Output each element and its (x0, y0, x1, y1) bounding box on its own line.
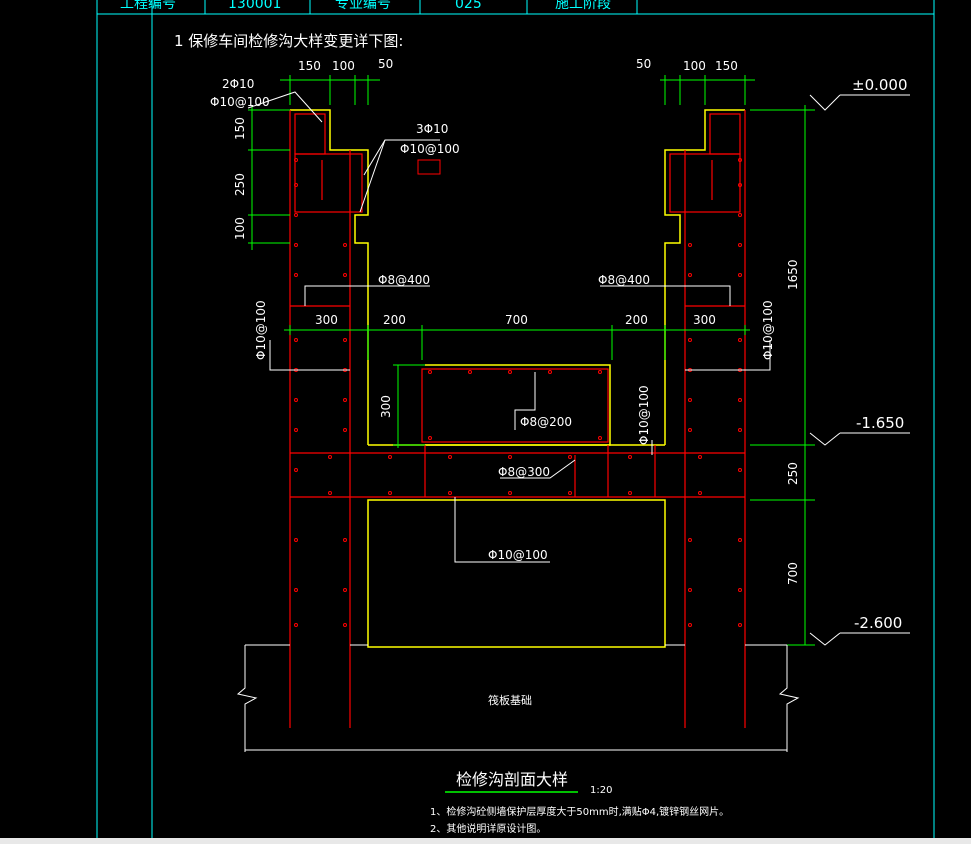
dim-left-v-3: 100 (233, 217, 247, 240)
drawing-frame (96, 0, 935, 838)
rebar-mid-left-b: Φ10@100 (400, 142, 460, 156)
dim-top-right-1: 50 (636, 57, 651, 71)
dim-right-v-2: 250 (786, 462, 800, 485)
note-title: 1 保修车间检修沟大样变更详下图: (174, 32, 403, 50)
dim-top-left-2: 100 (332, 59, 355, 73)
label-stage: 施工阶段 (555, 0, 611, 12)
foundation-label: 筏板基础 (488, 693, 532, 707)
note-2: 2、其他说明详原设计图。 (430, 822, 546, 835)
right-wall-outline (664, 109, 745, 445)
drawing-scale: 1:20 (590, 785, 612, 796)
rebar-wall-right: Φ10@100 (761, 300, 775, 360)
detail-marker (417, 159, 441, 175)
rebar-top-left-a: 2Φ10 (222, 77, 254, 91)
dim-left-v-1: 150 (233, 117, 247, 140)
elevation-texts: ±0.000 -1.650 -2.600 (852, 76, 908, 632)
rebar-callouts: 2Φ10 Φ10@100 3Φ10 Φ10@100 Φ8@400 Φ8@400 … (210, 77, 775, 562)
dim-row-3: 700 (505, 313, 528, 327)
concrete-outline (290, 109, 745, 648)
dim-right-v-1: 1650 (786, 259, 800, 290)
dim-row-2: 200 (383, 313, 406, 327)
rebar-stirrup-left: Φ8@400 (378, 273, 430, 287)
rebar-stirrup-right: Φ8@400 (598, 273, 650, 287)
title-block-text: 工程编号 130001 专业编号 025 施工阶段 (120, 0, 611, 12)
label-discipline-no: 专业编号 (335, 0, 391, 12)
dimension-texts: 150 100 50 50 100 150 150 250 100 300 20… (233, 57, 800, 585)
rebar-mid-left-a: 3Φ10 (416, 122, 448, 136)
rebar-slab-bar: Φ8@300 (498, 465, 550, 479)
rebar-top-left-b: Φ10@100 (210, 95, 270, 109)
dim-left-v-2: 250 (233, 173, 247, 196)
elevation-2: -2.600 (854, 614, 902, 632)
base-block (367, 499, 666, 648)
rebar-lines (289, 110, 746, 728)
elevation-1: -1.650 (856, 414, 904, 432)
inner-pit-outline (425, 364, 611, 446)
dim-top-right-3: 150 (715, 59, 738, 73)
ground-break-lines (236, 644, 800, 752)
label-project-no: 工程编号 (120, 0, 176, 12)
dim-row-4: 200 (625, 313, 648, 327)
dim-row-5: 300 (693, 313, 716, 327)
leader-lines (247, 91, 771, 563)
dim-row-1: 300 (315, 313, 338, 327)
bottom-status-strip (0, 838, 971, 844)
rebar-pit-side: Φ10@100 (637, 385, 651, 445)
dim-top-left-3: 50 (378, 57, 393, 71)
discipline-no: 025 (455, 0, 482, 12)
note-1: 1、检修沟砼侧墙保护层厚度大于50mm时,满贴Φ4,镀锌钢丝网片。 (430, 805, 729, 818)
dimension-lines (248, 75, 815, 646)
dim-top-right-2: 100 (683, 59, 706, 73)
rebar-pit-bar: Φ8@200 (520, 415, 572, 429)
dim-top-left-1: 150 (298, 59, 321, 73)
rebar-base-bar: Φ10@100 (488, 548, 548, 562)
drawing-title: 检修沟剖面大样 (456, 770, 568, 789)
rebar-wall-left: Φ10@100 (254, 300, 268, 360)
dim-right-v-3: 700 (786, 562, 800, 585)
dim-pit-depth: 300 (379, 395, 393, 418)
left-wall-outline (290, 109, 369, 445)
project-no: 130001 (228, 0, 281, 12)
elevation-markers (809, 94, 910, 646)
elevation-0: ±0.000 (852, 76, 908, 94)
